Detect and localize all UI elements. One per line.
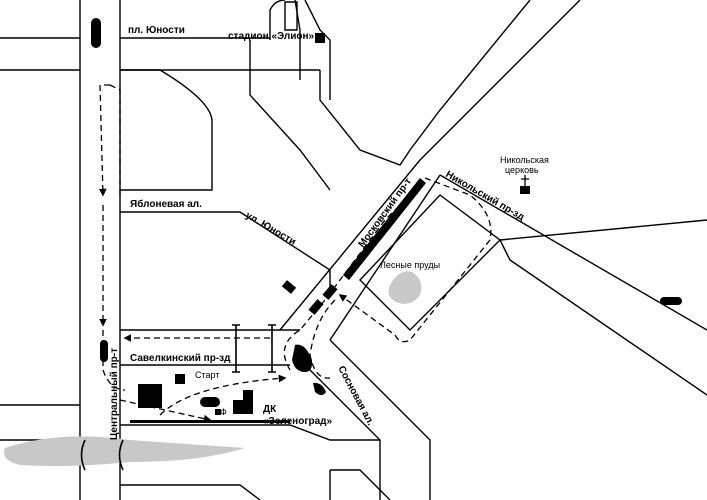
water-lesnye-prudy [388, 271, 422, 304]
label-dk-line2: «Зеленоград» [263, 416, 333, 427]
label-savelkinsky: Савелкинский пр-зд [130, 353, 231, 364]
building-icon [175, 374, 185, 384]
label-stadium: стадион «Элион» [228, 31, 315, 42]
road-moskovsky-left [279, 159, 421, 331]
label-moskovsky-prospekt: Московский пр-т [357, 176, 415, 250]
building-icon [243, 390, 253, 414]
road-block-yablonevaya [120, 69, 213, 191]
block-lesnye-prudy [359, 194, 502, 331]
label-lesnye-prudy: Лесные пруды [380, 260, 440, 270]
label-start: Старт [195, 370, 219, 380]
parking-moskovsky [343, 178, 426, 280]
label-ul-yunosti: ул. Юности [244, 210, 298, 248]
label-pl-yunosti: пл. Юности [128, 25, 185, 36]
building-icon [233, 400, 243, 414]
building-icon [138, 384, 162, 408]
label-yablonevaya: Яблоневая ал. [130, 198, 202, 210]
road-moskovsky-upper [319, 0, 531, 166]
road-moskovsky-right [329, 174, 441, 341]
church-icon [520, 186, 530, 194]
label-church-line2: церковь [505, 165, 539, 175]
water-pond-bottom [4, 436, 245, 466]
markers [91, 18, 682, 423]
label-dk-line1: ДК [263, 404, 277, 415]
crossings [80, 324, 276, 471]
bus-stop-icon [660, 297, 682, 305]
bus-stop-icon [100, 340, 108, 362]
label-nikolsky-proezd: Никольский пр-зд [444, 169, 527, 223]
parking-oval-2 [313, 382, 326, 395]
label-tsentralny: Центральный пр-т [109, 348, 120, 440]
bus-stop-icon [91, 18, 101, 48]
label-phi: Ф [220, 407, 227, 417]
parking-oval-1 [292, 344, 313, 372]
building-icon [200, 397, 220, 407]
road-ul-yunosti-lower [120, 211, 331, 290]
route [98, 84, 492, 423]
label-church-line1: Никольская [500, 155, 549, 165]
stadium-icon [315, 33, 325, 43]
label-sosnovaya: Сосновая ал. [335, 364, 376, 427]
